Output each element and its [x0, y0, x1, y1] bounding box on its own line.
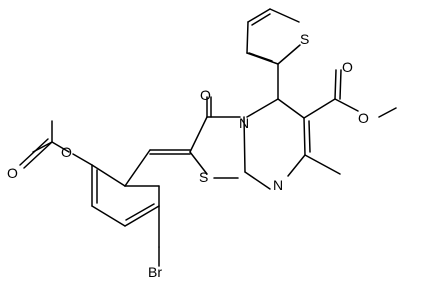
atom-o-ester-methoxy: O [358, 110, 369, 126]
atom-s-thiophene: S [300, 31, 309, 47]
atom-o-acetate-ester: O [61, 144, 72, 160]
atom-o-acetate-carbonyl: O [7, 165, 18, 181]
atom-s-thiazole: S [199, 169, 208, 185]
bond-lines [19, 8, 397, 267]
atom-o-ester-carbonyl: O [342, 59, 353, 75]
atom-n-imine: N [273, 177, 283, 193]
atom-labels: O O S O N S N O O Br [7, 31, 369, 280]
atom-n-ring: N [239, 115, 249, 131]
atom-br: Br [148, 264, 162, 280]
atom-o-lactam: O [200, 87, 211, 103]
